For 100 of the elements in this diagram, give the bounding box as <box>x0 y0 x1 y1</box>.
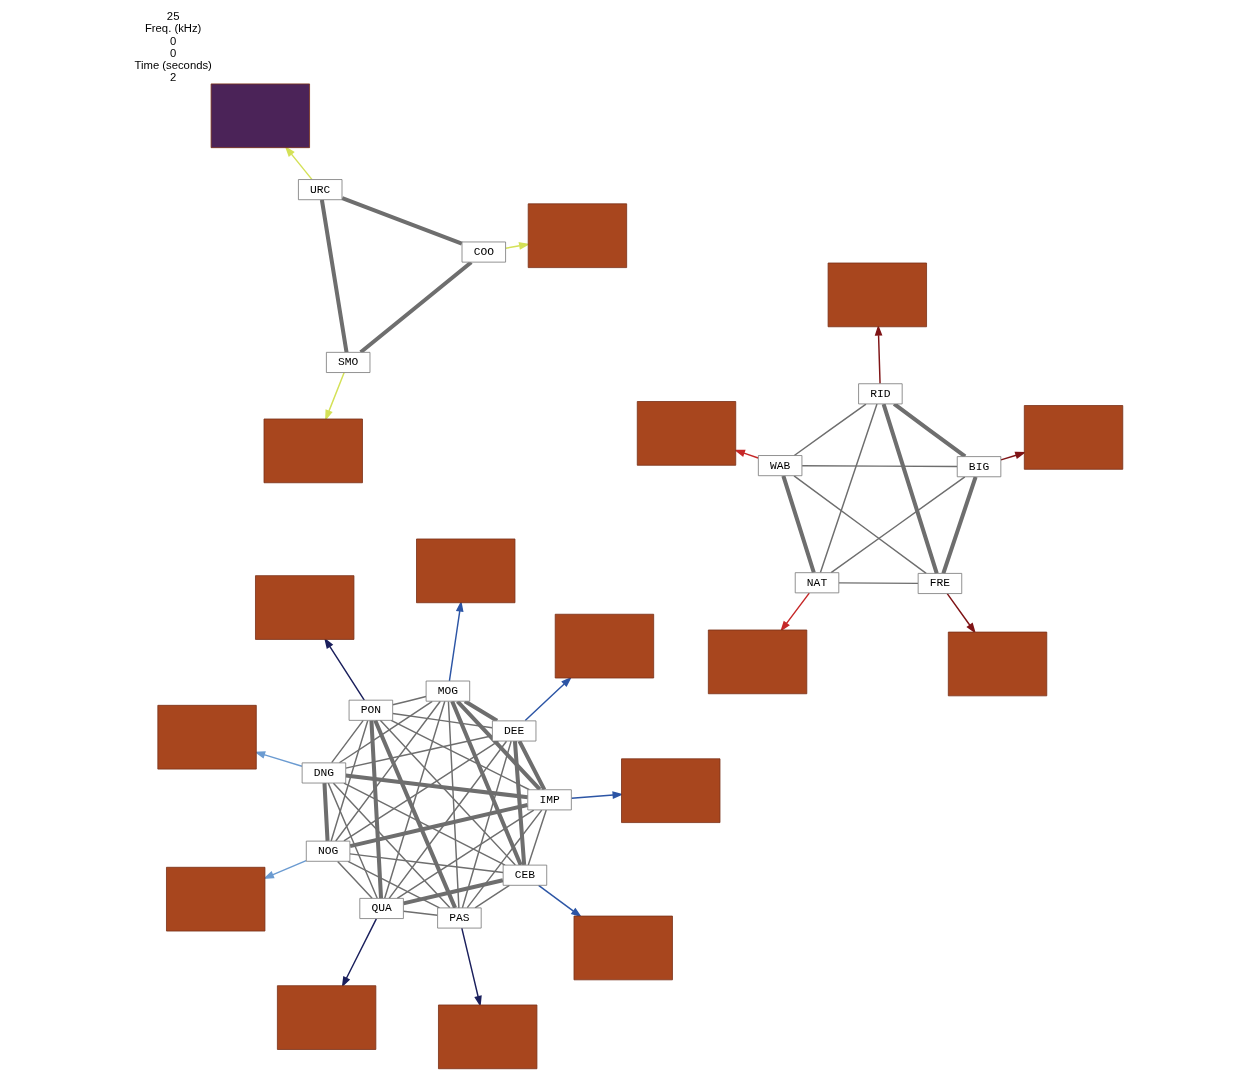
node-label: 2 <box>170 70 177 83</box>
node-box <box>276 985 377 1050</box>
connector <box>801 465 958 468</box>
connector <box>392 712 493 729</box>
node-box <box>636 401 737 466</box>
node-box: URC <box>298 179 343 201</box>
arrow <box>1000 451 1027 461</box>
connector <box>390 719 531 791</box>
node-box <box>554 613 655 679</box>
arrow <box>570 791 624 799</box>
connector <box>396 809 535 900</box>
arrow <box>461 927 482 1007</box>
node-box <box>263 418 363 484</box>
connector <box>347 860 441 909</box>
node-box: IMP <box>527 789 572 811</box>
arrow <box>780 592 810 632</box>
node-box: CEB <box>502 864 548 886</box>
node-box <box>573 915 673 981</box>
node-label: 25 <box>166 10 180 23</box>
connector <box>369 720 384 899</box>
arrow <box>524 676 572 722</box>
connector <box>330 719 369 842</box>
arrow <box>325 371 345 421</box>
connector <box>819 403 878 574</box>
arrow <box>448 600 464 682</box>
node-box: MOG <box>425 680 471 702</box>
connector <box>330 719 364 764</box>
connector <box>517 740 547 791</box>
node-box <box>438 1004 538 1070</box>
connector <box>512 740 527 866</box>
node-box: PAS <box>437 907 482 929</box>
connector <box>466 809 543 909</box>
connector <box>881 403 939 574</box>
connector <box>319 199 349 353</box>
node-label: Freq. (kHz) <box>144 22 202 35</box>
connector <box>388 740 508 900</box>
connector <box>341 196 463 246</box>
connector <box>793 403 867 457</box>
node-box <box>210 83 310 149</box>
connector <box>383 700 446 900</box>
node-box <box>707 629 808 695</box>
connector <box>327 782 378 899</box>
arrow <box>505 242 531 250</box>
node-box <box>827 262 927 328</box>
node-box <box>947 631 1048 697</box>
arrow <box>946 592 976 634</box>
connector <box>838 582 919 585</box>
connector <box>336 860 373 900</box>
connector <box>335 700 441 842</box>
arrow <box>263 859 307 879</box>
connector <box>450 700 523 866</box>
connector <box>461 740 512 909</box>
node-box <box>416 538 516 604</box>
connector <box>456 699 542 791</box>
arrow <box>341 918 378 988</box>
node-box <box>527 203 628 268</box>
connector <box>345 773 528 800</box>
node-box <box>166 866 266 932</box>
node-box <box>157 704 257 770</box>
arrow <box>537 884 582 918</box>
connector <box>349 802 529 849</box>
connector <box>527 809 547 866</box>
connector <box>793 475 927 575</box>
node-box: COO <box>461 241 506 263</box>
node-label: Time (seconds) <box>134 58 212 71</box>
node-box: BIG <box>956 456 1002 478</box>
node-box <box>1023 405 1124 470</box>
node-box: QUA <box>359 898 404 919</box>
connector <box>332 782 451 909</box>
arrow <box>324 637 365 701</box>
connector <box>474 884 511 909</box>
node-box: PON <box>348 699 394 721</box>
arrow <box>874 324 883 385</box>
connector <box>402 910 439 917</box>
node-label: 0 <box>170 34 177 47</box>
node-label: 0 <box>170 46 177 59</box>
node-box: WAB <box>757 455 803 477</box>
node-box <box>255 575 355 640</box>
node-box: RID <box>858 383 903 405</box>
connector <box>392 695 427 706</box>
connector <box>463 699 499 723</box>
node-box: FRE <box>917 573 963 594</box>
connector <box>338 700 433 764</box>
connector <box>830 476 966 574</box>
connector <box>781 475 816 574</box>
node-box: DEE <box>491 720 537 742</box>
node-box: DNG <box>301 762 347 784</box>
arrow <box>734 449 759 459</box>
connector <box>349 853 504 874</box>
connector <box>373 719 457 909</box>
node-box: SMO <box>325 351 371 373</box>
connector <box>447 700 460 909</box>
arrow <box>254 751 303 767</box>
arrow <box>284 146 313 181</box>
connector <box>343 782 506 866</box>
node-box: NAT <box>794 572 840 594</box>
node-box: NOG <box>305 840 351 862</box>
connector <box>403 878 504 906</box>
connector <box>379 719 517 866</box>
node-box <box>621 758 721 823</box>
